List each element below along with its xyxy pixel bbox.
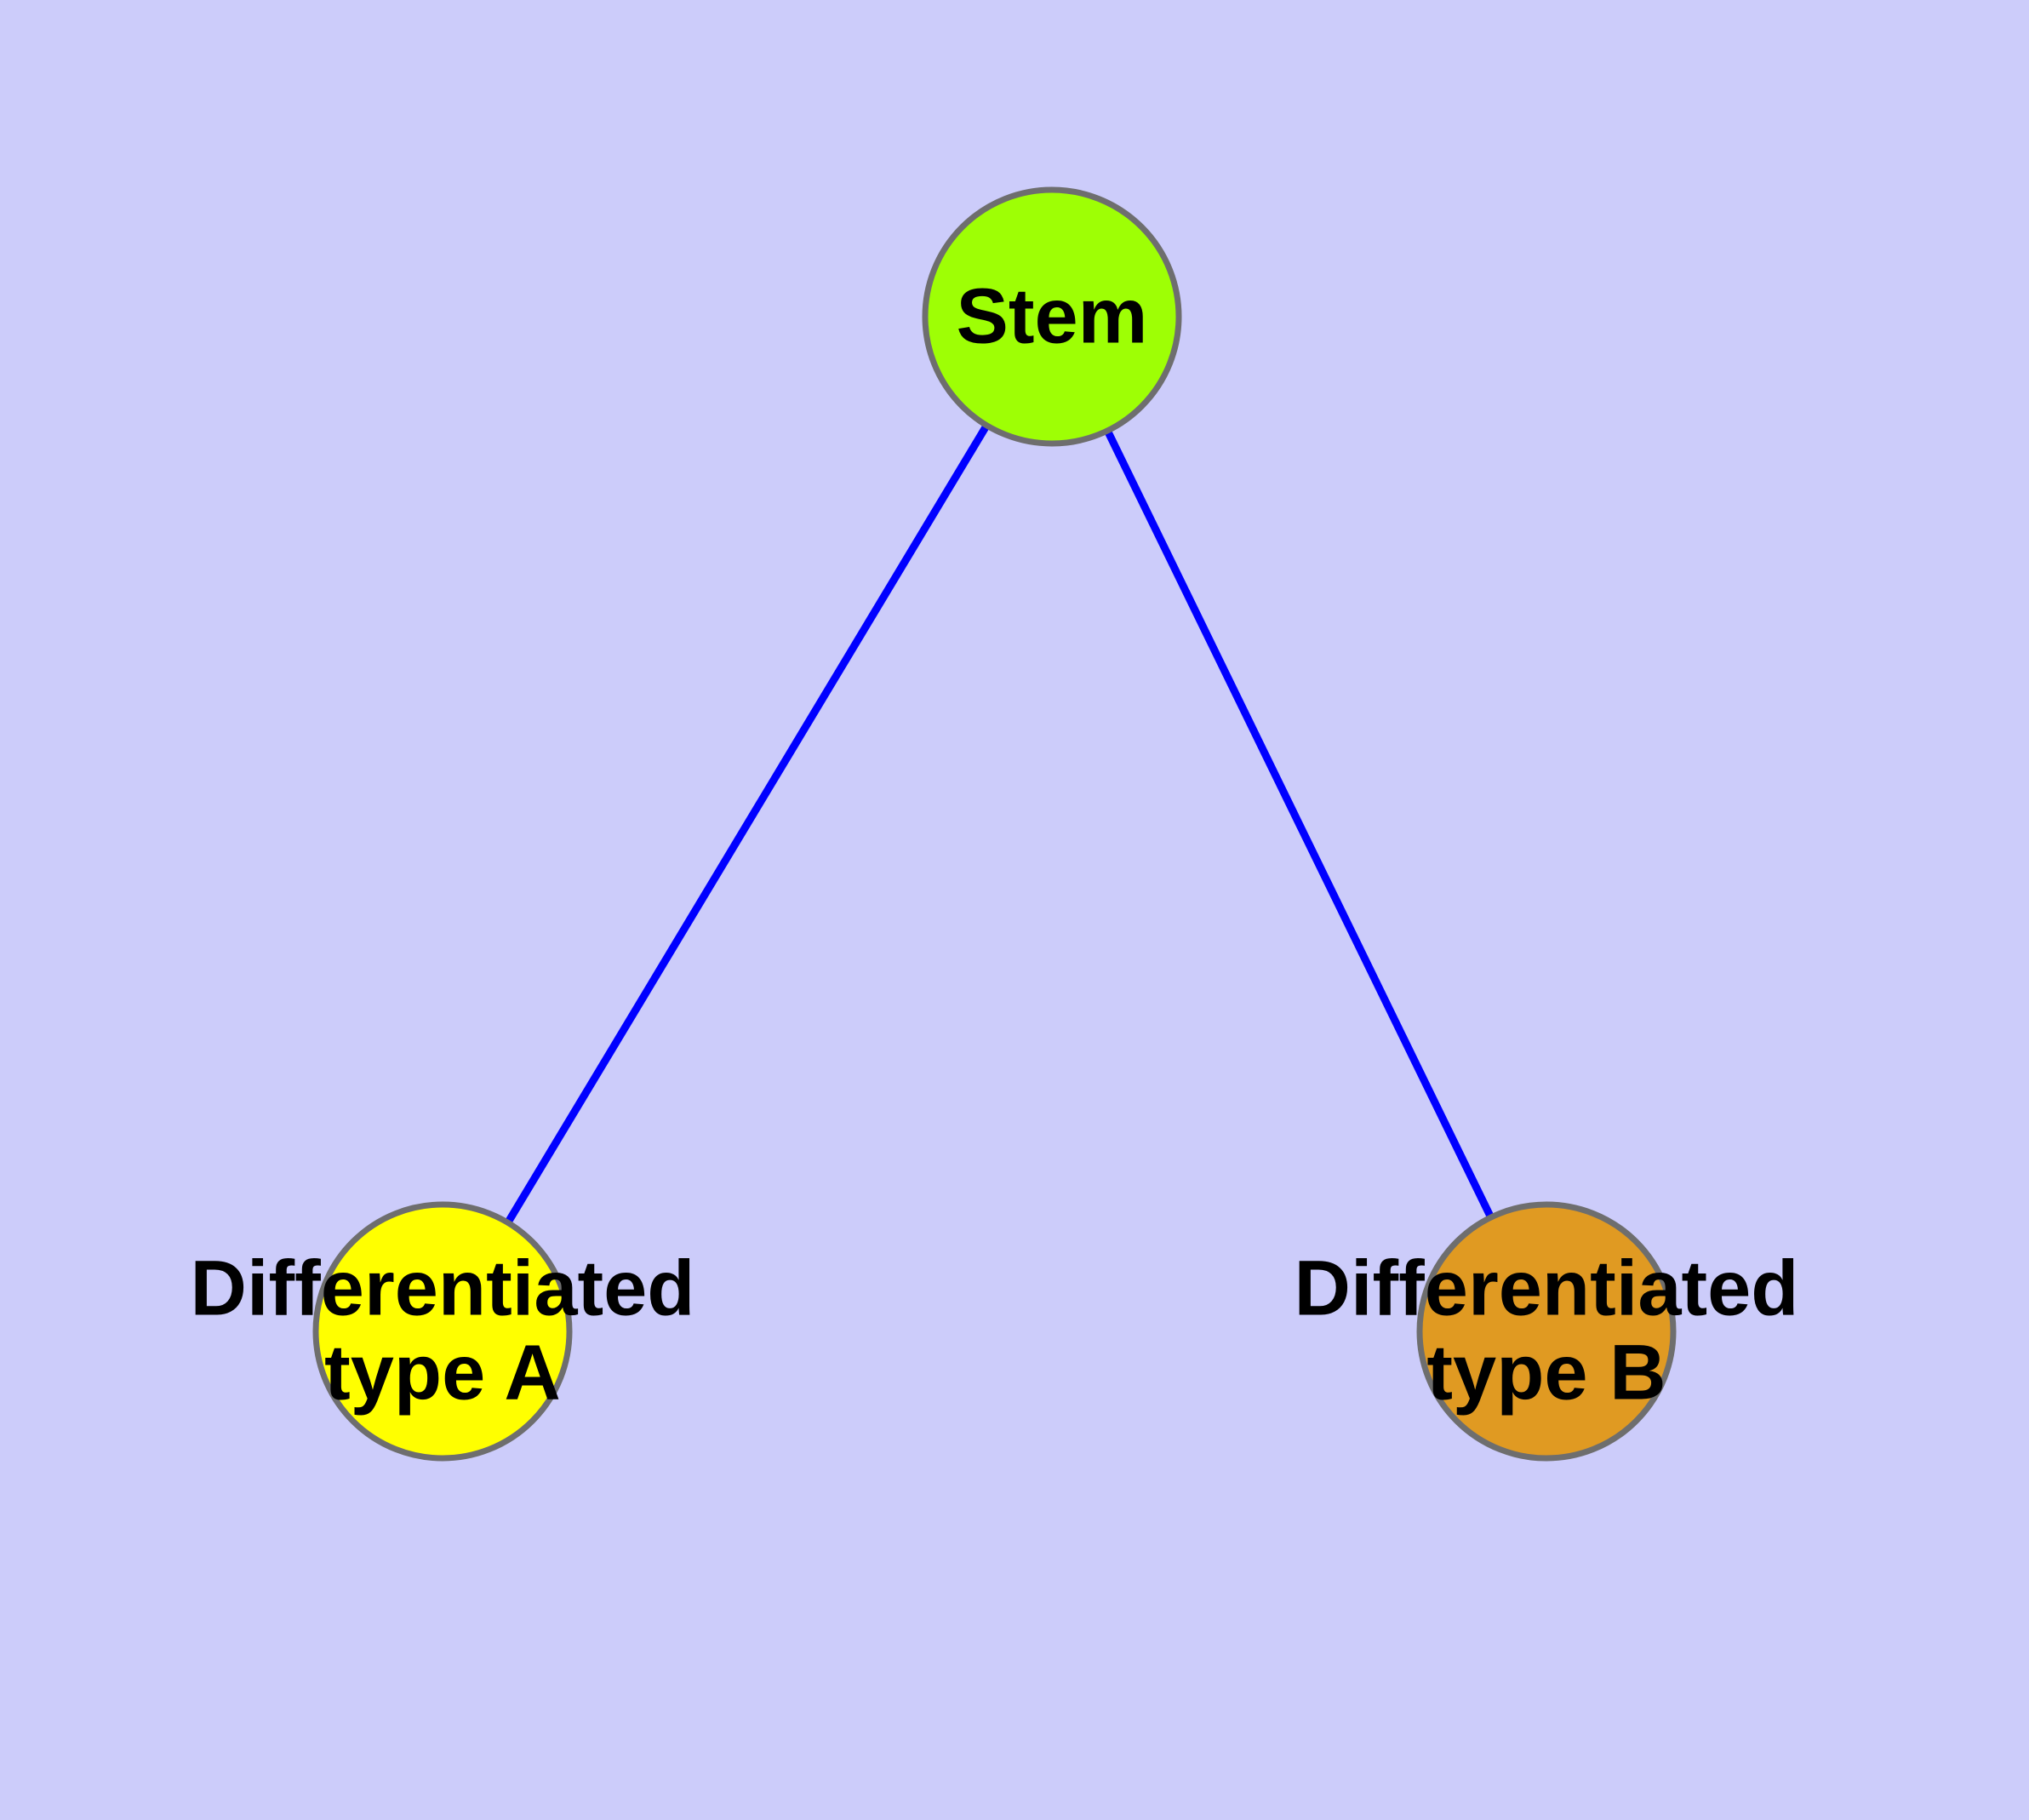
node-circle-diff_b[interactable]	[1416, 1201, 1677, 1462]
edge-stem-to-a	[439, 314, 1055, 1334]
nodes-group	[312, 186, 1677, 1462]
node-circle-diff_a[interactable]	[312, 1201, 573, 1462]
edges-group	[439, 314, 1551, 1334]
node-circle-stem[interactable]	[922, 186, 1182, 447]
edge-stem-to-b	[1048, 315, 1551, 1333]
